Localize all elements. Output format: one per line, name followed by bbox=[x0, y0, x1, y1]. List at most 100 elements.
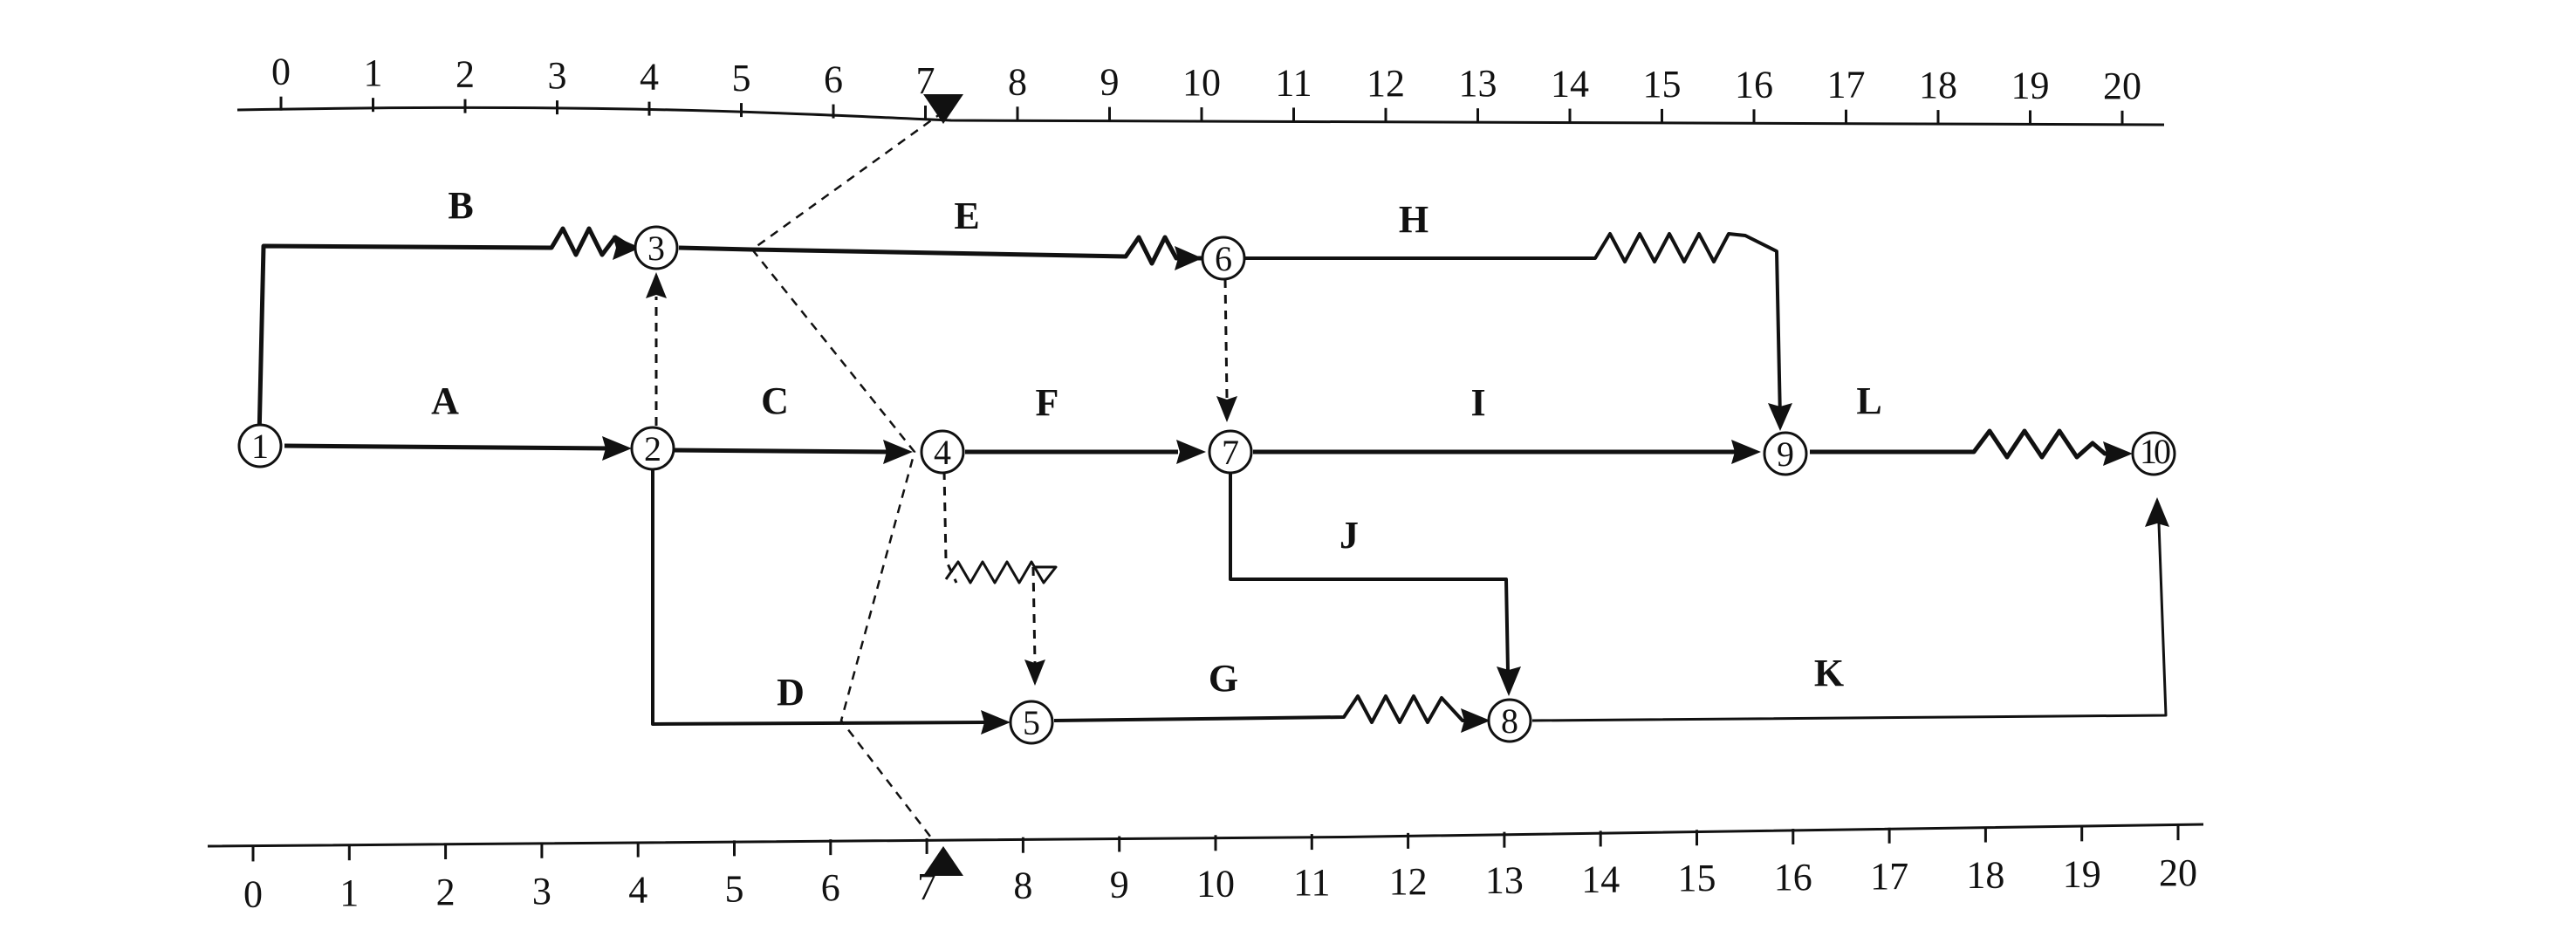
activity-e-arrow bbox=[678, 235, 1204, 270]
top-scale-tick-label-16: 16 bbox=[1735, 63, 1773, 106]
activity-label-i: I bbox=[1470, 381, 1485, 424]
bottom-scale-tick-label-14: 14 bbox=[1581, 858, 1620, 900]
activity-c-arrow bbox=[671, 440, 913, 464]
bottom-scale-tick-label-2: 2 bbox=[436, 871, 456, 913]
activity-f-arrow bbox=[965, 440, 1206, 464]
node-5: 5 bbox=[1009, 700, 1054, 745]
top-scale-tick-label-6: 6 bbox=[824, 58, 843, 101]
node-label-9: 9 bbox=[1777, 434, 1794, 474]
nodes: 1 2 3 4 5 6 7 8 9 10 bbox=[237, 225, 2176, 745]
top-scale-tick-label-3: 3 bbox=[548, 54, 567, 97]
activity-label-b: B bbox=[448, 184, 473, 227]
activity-label-e: E bbox=[954, 195, 979, 237]
top-scale-tick-label-9: 9 bbox=[1100, 61, 1120, 104]
bottom-scale-tick-label-1: 1 bbox=[339, 871, 359, 914]
bottom-scale-tick-label-13: 13 bbox=[1485, 859, 1524, 902]
node-label-6: 6 bbox=[1215, 239, 1232, 278]
activity-d-arrow bbox=[651, 469, 1011, 735]
node-label-4: 4 bbox=[934, 433, 951, 472]
top-scale-tick-label-5: 5 bbox=[732, 57, 751, 99]
top-scale-tick-label-10: 10 bbox=[1182, 61, 1221, 104]
node-circle-1 bbox=[237, 423, 283, 468]
node-circle-10 bbox=[2131, 431, 2176, 476]
bottom-scale-tick-label-0: 0 bbox=[243, 872, 263, 915]
node-2: 2 bbox=[630, 426, 675, 471]
top-scale-tick-label-2: 2 bbox=[456, 53, 475, 96]
activity-i-arrow bbox=[1253, 440, 1761, 464]
bottom-scale-line bbox=[207, 823, 2204, 848]
check-line bbox=[750, 110, 944, 842]
node-label-7: 7 bbox=[1222, 433, 1239, 472]
top-scale-tick-label-17: 17 bbox=[1827, 64, 1866, 106]
node-label-3: 3 bbox=[647, 229, 665, 268]
top-scale-tick-label-15: 15 bbox=[1643, 63, 1682, 106]
activity-j-arrow bbox=[1229, 471, 1521, 696]
activity-a-arrow bbox=[284, 436, 632, 461]
top-scale-tick-label-13: 13 bbox=[1459, 62, 1497, 105]
top-scale-tick-label-8: 8 bbox=[1008, 60, 1027, 103]
top-scale-line bbox=[236, 106, 2165, 126]
bottom-scale-tick-label-8: 8 bbox=[1013, 865, 1032, 907]
top-scale-tick-label-0: 0 bbox=[271, 51, 291, 93]
dummy-6-7-arrow bbox=[1216, 278, 1237, 422]
bottom-scale-tick-label-16: 16 bbox=[1774, 856, 1812, 899]
activity-label-k: K bbox=[1814, 652, 1844, 694]
bottom-scale-tick-label-15: 15 bbox=[1678, 857, 1716, 899]
node-label-5: 5 bbox=[1023, 703, 1040, 742]
node-circle-3 bbox=[634, 225, 679, 270]
node-label-10: 10 bbox=[2140, 432, 2170, 471]
dummy-4-5-arrow bbox=[942, 470, 1058, 686]
bottom-scale-tick-label-17: 17 bbox=[1870, 855, 1908, 898]
top-scale-tick-label-14: 14 bbox=[1551, 63, 1589, 106]
top-scale-tick-label-1: 1 bbox=[364, 51, 383, 94]
dummy-2-3-arrow bbox=[646, 272, 667, 426]
node-8: 8 bbox=[1487, 698, 1532, 743]
activity-label-f: F bbox=[1036, 381, 1059, 424]
node-6: 6 bbox=[1201, 236, 1246, 281]
activity-label-a: A bbox=[431, 379, 459, 422]
bottom-scale-tick-label-9: 9 bbox=[1110, 864, 1129, 906]
activity-label-g: G bbox=[1209, 657, 1238, 700]
top-scale-tick-label-18: 18 bbox=[1919, 64, 1957, 106]
bottom-scale-tick-label-11: 11 bbox=[1293, 861, 1330, 904]
bottom-scale-tick-label-19: 19 bbox=[2063, 852, 2101, 895]
node-label-1: 1 bbox=[251, 427, 269, 466]
bottom-scale-tick-label-10: 10 bbox=[1196, 862, 1235, 905]
bottom-scale-tick-label-7: 7 bbox=[917, 865, 936, 908]
bottom-scale-marker bbox=[923, 846, 963, 876]
node-1: 1 bbox=[237, 423, 283, 468]
activity-label-c: C bbox=[761, 379, 789, 422]
node-3: 3 bbox=[634, 225, 679, 270]
top-scale-tick-label-12: 12 bbox=[1367, 62, 1405, 105]
node-circle-9 bbox=[1763, 431, 1808, 476]
activity-label-j: J bbox=[1339, 514, 1359, 557]
activity-label-l: L bbox=[1856, 379, 1881, 422]
top-scale-tick-label-7: 7 bbox=[916, 59, 935, 102]
node-circle-6 bbox=[1201, 236, 1246, 281]
bottom-scale-tick-label-12: 12 bbox=[1389, 860, 1428, 903]
node-circle-7 bbox=[1208, 429, 1253, 475]
top-scale-tick-label-11: 11 bbox=[1275, 61, 1312, 104]
activity-l-arrow bbox=[1810, 428, 2133, 466]
node-label-2: 2 bbox=[644, 429, 661, 468]
node-label-8: 8 bbox=[1501, 701, 1518, 741]
top-scale-tick-label-4: 4 bbox=[640, 56, 659, 99]
top-scale-tick-label-20: 20 bbox=[2103, 65, 2141, 107]
activity-g-arrow bbox=[1053, 694, 1490, 733]
activity-label-h: H bbox=[1399, 198, 1428, 241]
bottom-scale-tick-label-4: 4 bbox=[628, 869, 647, 912]
node-circle-4 bbox=[920, 429, 965, 475]
node-circle-8 bbox=[1487, 698, 1532, 743]
bottom-scale-tick-label-5: 5 bbox=[725, 867, 744, 910]
top-scale-marker bbox=[923, 94, 963, 124]
bottom-scale-tick-label-20: 20 bbox=[2159, 851, 2197, 894]
node-7: 7 bbox=[1208, 429, 1253, 475]
bottom-scale-tick-label-6: 6 bbox=[821, 866, 840, 909]
bottom-scale-tick-label-3: 3 bbox=[532, 870, 552, 912]
activity-h-arrow bbox=[1244, 232, 1792, 431]
top-scale-tick-label-19: 19 bbox=[2011, 64, 2050, 106]
